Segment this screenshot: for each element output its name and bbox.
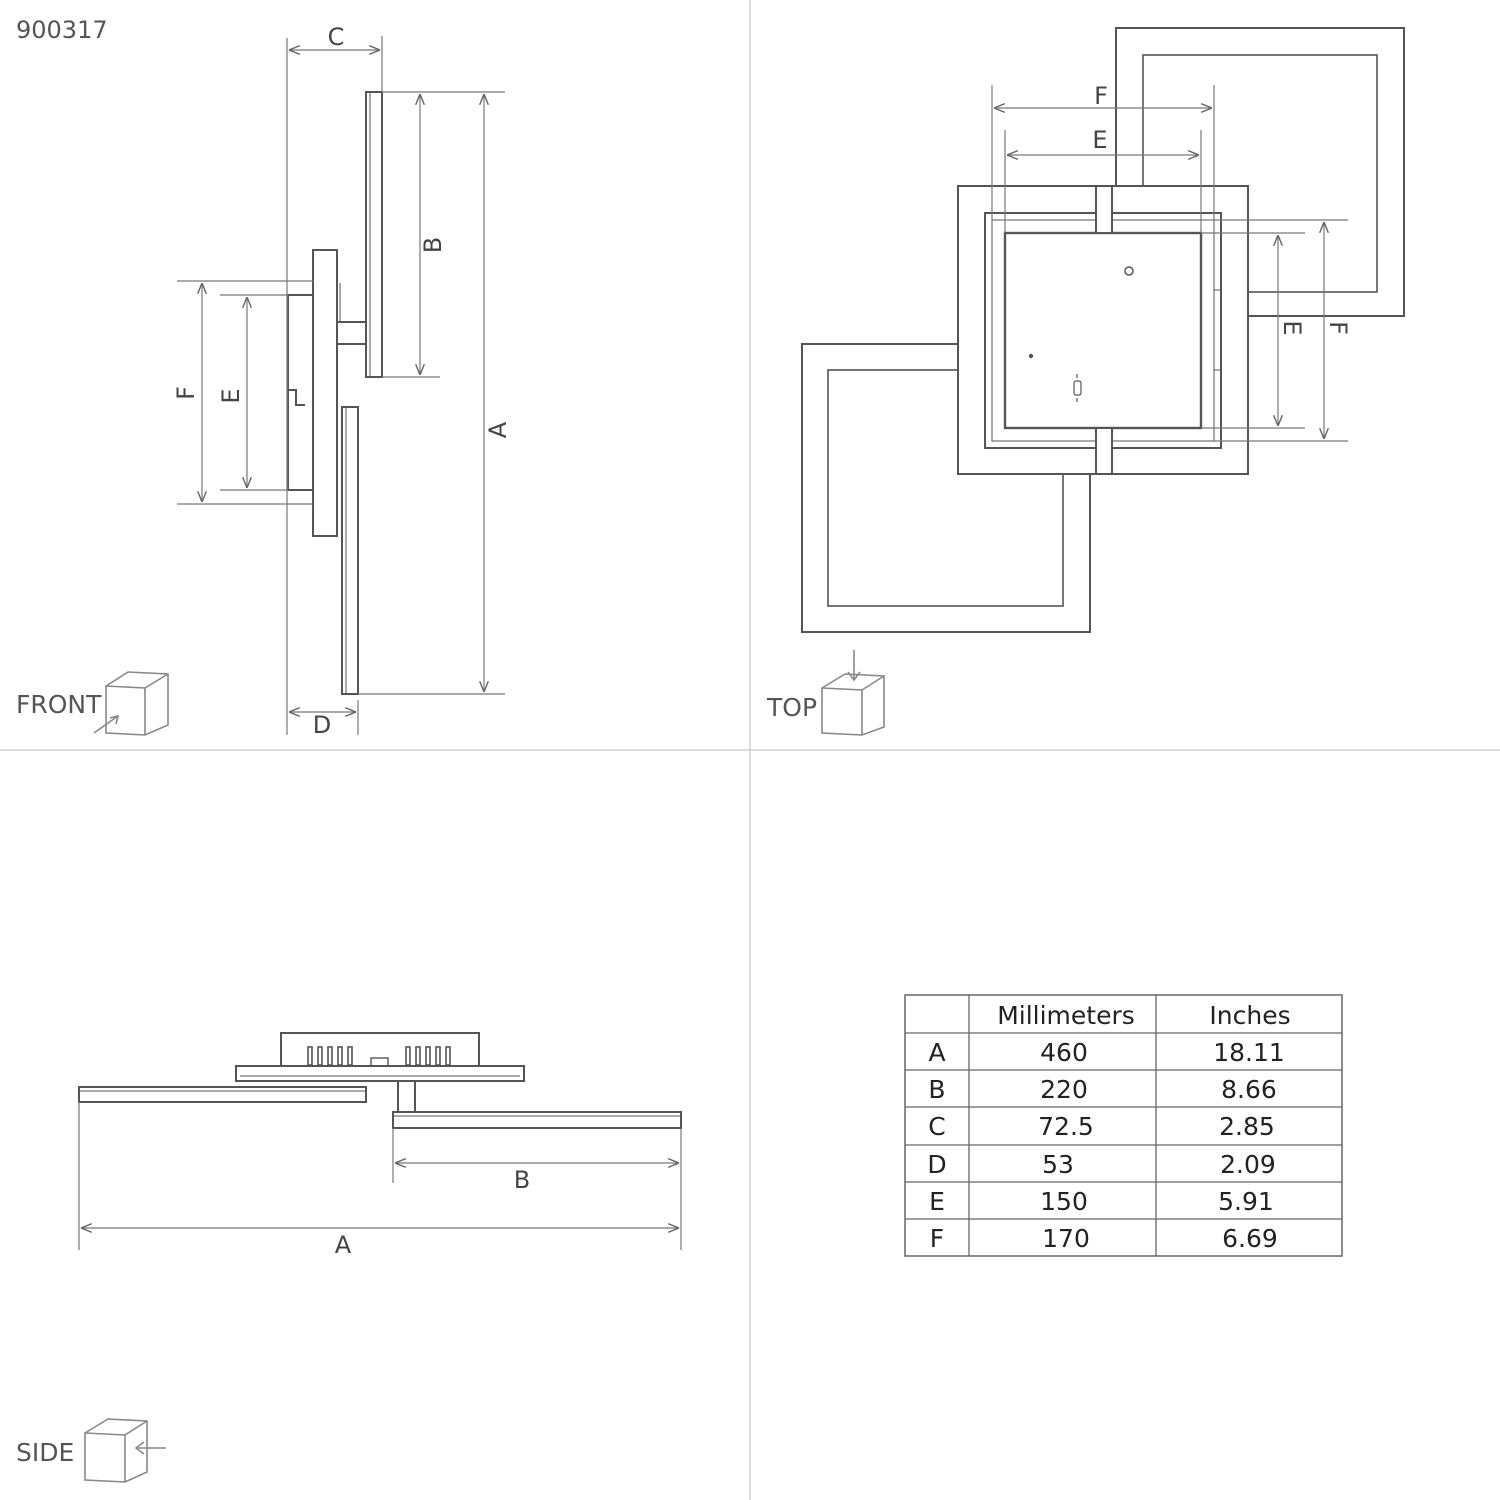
side-view-drawing xyxy=(78,1032,682,1129)
top-dim-e-side-label: E xyxy=(1278,320,1306,335)
table-row-mm: 460 xyxy=(1040,1038,1088,1067)
table-row-mm: 53 xyxy=(1042,1150,1074,1179)
top-view-label: TOP xyxy=(766,693,817,722)
top-view-dimension-lines xyxy=(991,85,1348,442)
top-dim-e-label: E xyxy=(1092,126,1107,154)
front-dim-c-label: C xyxy=(328,23,345,51)
table-row-key: E xyxy=(929,1187,945,1216)
side-dim-a-label: A xyxy=(335,1231,352,1259)
table-row-mm: 72.5 xyxy=(1038,1112,1094,1141)
table-row-inches: 6.69 xyxy=(1222,1224,1278,1253)
front-view-cube-icon xyxy=(93,671,169,736)
side-view-cube-icon xyxy=(84,1418,166,1483)
table-row-inches: 8.66 xyxy=(1221,1075,1277,1104)
top-view-cube-icon xyxy=(821,650,885,736)
product-code: 900317 xyxy=(16,16,108,44)
side-view-dimension-lines xyxy=(78,1102,682,1250)
table-row-key: D xyxy=(927,1150,946,1179)
table-row-key: A xyxy=(928,1038,945,1067)
side-view-dimension-labels: B A xyxy=(335,1166,530,1259)
table-row-mm: 150 xyxy=(1040,1187,1088,1216)
table-row-inches: 5.91 xyxy=(1218,1187,1274,1216)
front-dim-e-label: E xyxy=(217,388,245,403)
front-view-drawing xyxy=(287,91,383,695)
table-row-key: C xyxy=(928,1112,945,1141)
side-view-label: SIDE xyxy=(16,1438,74,1467)
table-header-inches: Inches xyxy=(1209,1001,1290,1030)
front-dim-f-label: F xyxy=(172,386,200,400)
front-view-dimension-lines xyxy=(177,36,505,735)
table-grid xyxy=(905,995,1342,1256)
side-dim-b-label: B xyxy=(514,1166,530,1194)
top-view-dimension-labels: F E E F xyxy=(1092,82,1352,336)
top-dim-f-label: F xyxy=(1094,82,1108,110)
top-dim-f-side-label: F xyxy=(1324,321,1352,335)
table-row-key: B xyxy=(928,1075,945,1104)
table-header-millimeters: Millimeters xyxy=(997,1001,1135,1030)
table-row-mm: 220 xyxy=(1040,1075,1088,1104)
table-row-inches: 2.85 xyxy=(1219,1112,1275,1141)
top-view-drawing xyxy=(801,27,1405,633)
dimension-table: Millimeters Inches A 460 18.11 B 220 8.6… xyxy=(904,994,1343,1257)
front-dim-d-label: D xyxy=(313,711,331,739)
table-row-inches: 2.09 xyxy=(1220,1150,1276,1179)
table-border xyxy=(904,994,1343,1257)
front-dim-b-label: B xyxy=(419,237,447,253)
front-view-dimension-labels: C D A B F E xyxy=(172,23,512,739)
table-row-key: F xyxy=(930,1224,944,1253)
front-dim-a-label: A xyxy=(484,421,512,438)
table-row-mm: 170 xyxy=(1042,1224,1090,1253)
table-row-inches: 18.11 xyxy=(1213,1038,1285,1067)
front-view-label: FRONT xyxy=(16,690,102,719)
